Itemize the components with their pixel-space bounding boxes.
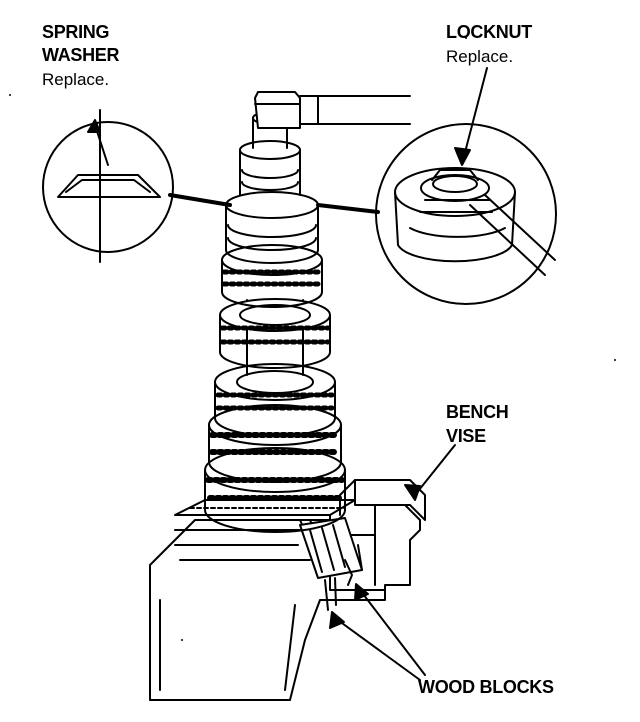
spring-washer-detail bbox=[42, 109, 232, 263]
callout-leaders bbox=[329, 444, 456, 681]
socket-wrench bbox=[254, 91, 411, 129]
spring-washer-label-line2: WASHER bbox=[42, 45, 120, 65]
wood-blocks bbox=[299, 517, 363, 611]
mainshaft-assembly bbox=[204, 111, 346, 533]
spring-washer-label-line1: SPRING bbox=[42, 22, 110, 42]
bench-vise-label-line2: VISE bbox=[446, 426, 486, 446]
bench-vise bbox=[149, 479, 426, 701]
locknut-note: Replace. bbox=[446, 47, 514, 66]
bench-vise-label-line1: BENCH bbox=[446, 402, 509, 422]
wood-blocks-label: WOOD BLOCKS bbox=[418, 677, 554, 697]
locknut-label: LOCKNUT bbox=[446, 22, 532, 42]
locknut-detail bbox=[316, 67, 557, 305]
spring-washer-note: Replace. bbox=[42, 70, 110, 89]
